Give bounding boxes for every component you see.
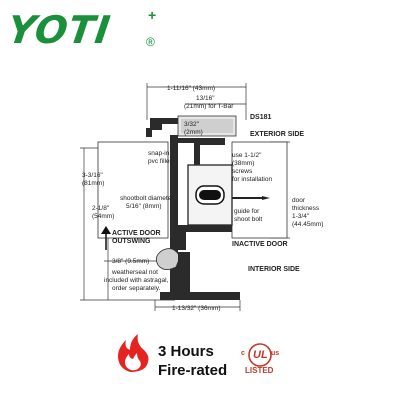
ul-listed-mark: [248, 343, 272, 367]
dim-height-lower: 2-1/8": [92, 205, 110, 212]
brand-plus: +: [148, 7, 157, 23]
screw: [232, 196, 270, 200]
model-label: DS181: [250, 114, 272, 121]
fire-icon: [118, 334, 149, 372]
ul-c-mark: c: [241, 350, 245, 357]
screws-label-1: use 1-1/2": [232, 152, 262, 159]
screws-label-2: (38mm): [232, 160, 255, 167]
registered-mark: ®: [146, 35, 155, 49]
dim-height-total: 3-3/16": [82, 172, 103, 179]
screws-label-3: screws: [232, 168, 253, 175]
dim-bottom-width: 1-13/32" (36mm): [172, 305, 221, 312]
screws-label-4: for installation: [232, 176, 273, 183]
door-thickness-4: (44.45mm): [292, 221, 324, 228]
snapin-label-2: pvc filler: [148, 158, 172, 165]
inactive-door-label: INACTIVE DOOR: [232, 241, 288, 248]
dim-gap-mm: (2mm): [184, 129, 203, 136]
dim-height-total-mm: (81mm): [82, 180, 105, 187]
guide-label-1: guide for: [234, 208, 260, 215]
door-thickness-3: 1-3/4": [292, 213, 310, 220]
outswing-arrow: [101, 226, 111, 250]
fire-rating-line1: 3 Hours: [158, 343, 214, 360]
door-slabs: [97, 141, 288, 239]
exterior-side-label: EXTERIOR SIDE: [250, 131, 305, 138]
ul-logo-text: UL: [253, 349, 268, 361]
dim-height-lower-mm: (54mm): [92, 213, 115, 220]
dim-tbar-note: (21mm) for T-Bar: [184, 103, 234, 110]
weatherseal-label-3: order separately.: [112, 285, 161, 292]
dim-tbar-width: 13/16": [196, 95, 215, 102]
dim-gap: 3/32": [184, 121, 199, 128]
door-thickness-1: door: [292, 197, 306, 204]
dim-top-width: 1-11/16" (43mm): [167, 85, 216, 92]
interior-side-label: INTERIOR SIDE: [248, 266, 300, 273]
weatherseal-label-1: weatherseal not: [112, 269, 158, 276]
shootbolt-label-2: 5/16" (8mm): [126, 203, 162, 210]
guide-label-2: shoot bolt: [234, 216, 263, 223]
active-door-label-1: ACTIVE DOOR: [112, 230, 161, 237]
active-door-label-2: OUTSWING: [112, 238, 151, 245]
fire-rating-line2: Fire-rated: [158, 362, 228, 379]
shootbolt-label-1: shootbolt diameter: [120, 195, 174, 202]
weatherseal-label-2: included with astragal,: [104, 277, 169, 284]
door-thickness-2: thickness: [292, 205, 320, 212]
ul-us-mark: us: [271, 350, 280, 357]
snapin-label-1: snap-in: [148, 150, 170, 157]
astragal-profile: [146, 115, 240, 300]
fire-rating-text: 3 Hours Fire-rated: [158, 342, 227, 380]
dim-bottom-offset: 3/8" (9.5mm): [112, 258, 150, 265]
ul-listed-label: LISTED: [245, 366, 274, 375]
